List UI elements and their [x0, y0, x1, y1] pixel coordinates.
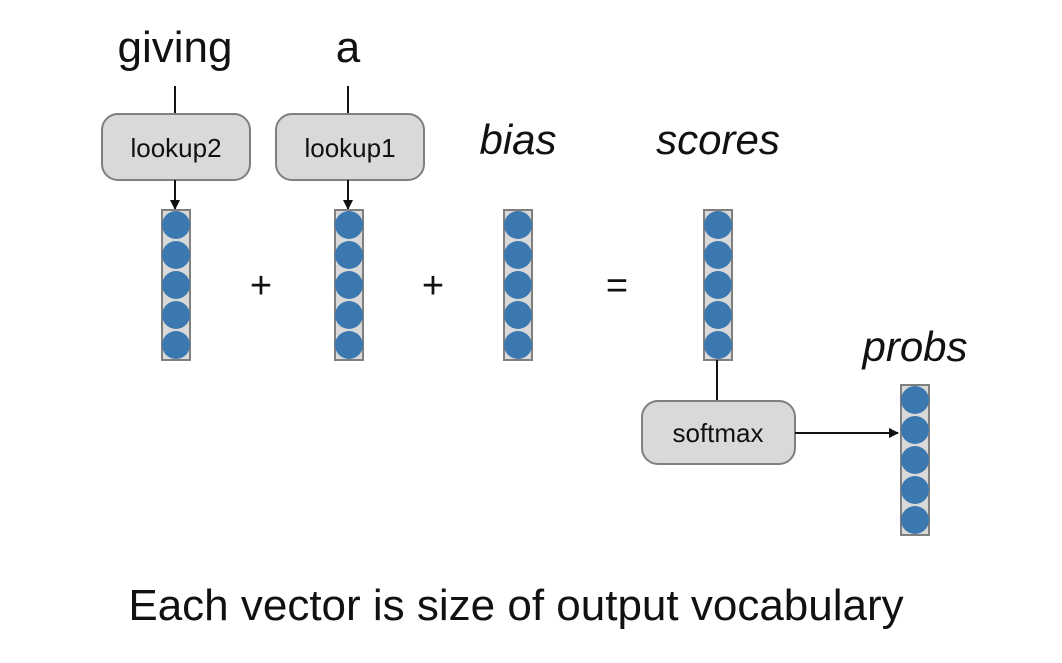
vector-lookup1-embedding [334, 209, 364, 361]
vector-node [704, 211, 732, 239]
plus-operator-2: + [422, 265, 444, 307]
vector-node [335, 211, 363, 239]
vector-node [162, 271, 190, 299]
vector-node [901, 446, 929, 474]
vector-node [704, 301, 732, 329]
vector-bias [503, 209, 533, 361]
probs-label: probs [860, 323, 967, 370]
lookup2-box: lookup2 [101, 113, 251, 181]
input-word-giving: giving [118, 23, 233, 72]
vector-node [162, 331, 190, 359]
lookup2-label: lookup2 [130, 133, 221, 163]
vector-node [704, 271, 732, 299]
plus-operator-1: + [250, 265, 272, 307]
input-word-a: a [336, 23, 361, 72]
vector-node [335, 241, 363, 269]
vector-node [162, 301, 190, 329]
caption: Each vector is size of output vocabulary [128, 581, 903, 630]
vector-node [901, 386, 929, 414]
vector-node [335, 271, 363, 299]
vector-node [504, 331, 532, 359]
vector-node [335, 301, 363, 329]
bias-label: bias [479, 116, 556, 163]
vector-probs [900, 384, 930, 536]
vector-node [162, 211, 190, 239]
vector-lookup2-embedding [161, 209, 191, 361]
softmax-box: softmax [641, 400, 796, 465]
vector-node [704, 331, 732, 359]
vector-scores [703, 209, 733, 361]
vector-node [504, 301, 532, 329]
vector-node [901, 476, 929, 504]
vector-node [901, 416, 929, 444]
lookup1-box: lookup1 [275, 113, 425, 181]
vector-node [162, 241, 190, 269]
vector-node [504, 211, 532, 239]
equals-operator: = [606, 265, 628, 307]
vector-node [704, 241, 732, 269]
lookup1-label: lookup1 [304, 133, 395, 163]
softmax-label: softmax [672, 418, 763, 448]
scores-label: scores [656, 116, 780, 163]
vector-node [335, 331, 363, 359]
vector-node [901, 506, 929, 534]
vector-node [504, 271, 532, 299]
vector-node [504, 241, 532, 269]
